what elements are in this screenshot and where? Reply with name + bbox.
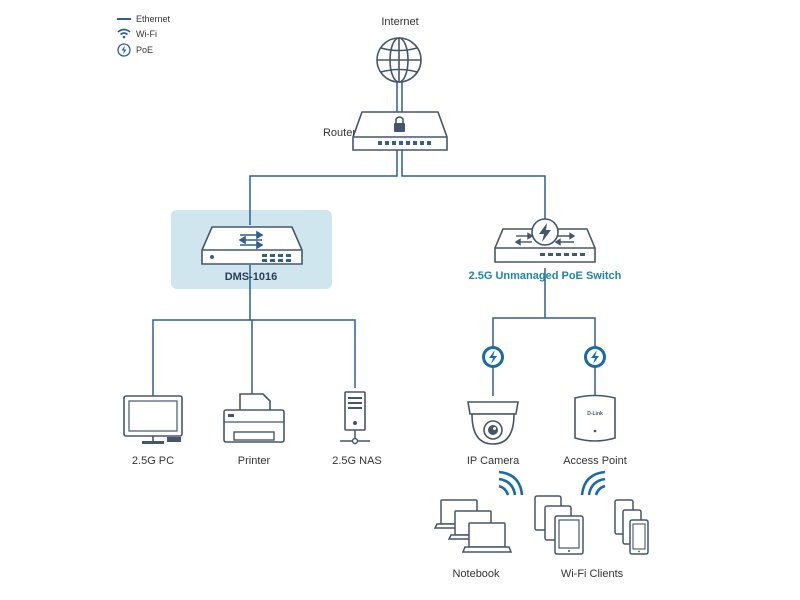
legend-wifi: Wi-Fi	[117, 28, 157, 39]
internet-label: Internet	[381, 16, 419, 28]
wifi-icon	[117, 28, 131, 39]
poe-badge-ap-icon	[584, 346, 606, 368]
pc-monitor-icon	[123, 395, 183, 444]
printer-label: Printer	[237, 455, 271, 467]
wifi-clients-label: Wi-Fi Clients	[560, 568, 624, 580]
nas-icon	[340, 391, 370, 445]
printer-icon	[223, 393, 285, 443]
access-point-label: Access Point	[563, 455, 627, 467]
legend-ethernet: Ethernet	[117, 14, 170, 24]
phone-icon	[614, 499, 649, 555]
poe-switch-icon	[494, 218, 596, 263]
legend-wifi-label: Wi-Fi	[136, 28, 157, 39]
ip-camera-label: IP Camera	[466, 455, 520, 467]
ip-camera-icon	[467, 401, 519, 445]
router-icon	[352, 111, 448, 151]
wifi-waves-right-icon	[580, 470, 606, 496]
nas-label: 2.5G NAS	[332, 455, 382, 467]
legend-poe-label: PoE	[136, 45, 154, 55]
pc-label: 2.5G PC	[131, 455, 175, 467]
router-label: Router	[322, 127, 356, 139]
notebook-icon	[433, 499, 513, 553]
tablet-icon	[534, 495, 584, 555]
ethernet-line-icon	[117, 18, 131, 20]
dms-switch-icon	[201, 226, 303, 265]
legend-ethernet-label: Ethernet	[136, 14, 171, 24]
legend-poe: PoE	[117, 43, 153, 57]
dms-label: DMS-1016	[224, 271, 278, 283]
notebook-label: Notebook	[452, 568, 500, 580]
poe-switch-label: 2.5G Unmanaged PoE Switch	[468, 270, 622, 282]
poe-badge-camera-icon	[482, 346, 504, 368]
wifi-waves-left-icon	[498, 470, 524, 496]
globe-icon	[376, 37, 422, 83]
ap-brand-logo: D-Link	[587, 411, 603, 417]
access-point-icon	[574, 394, 616, 442]
poe-icon	[117, 43, 131, 57]
